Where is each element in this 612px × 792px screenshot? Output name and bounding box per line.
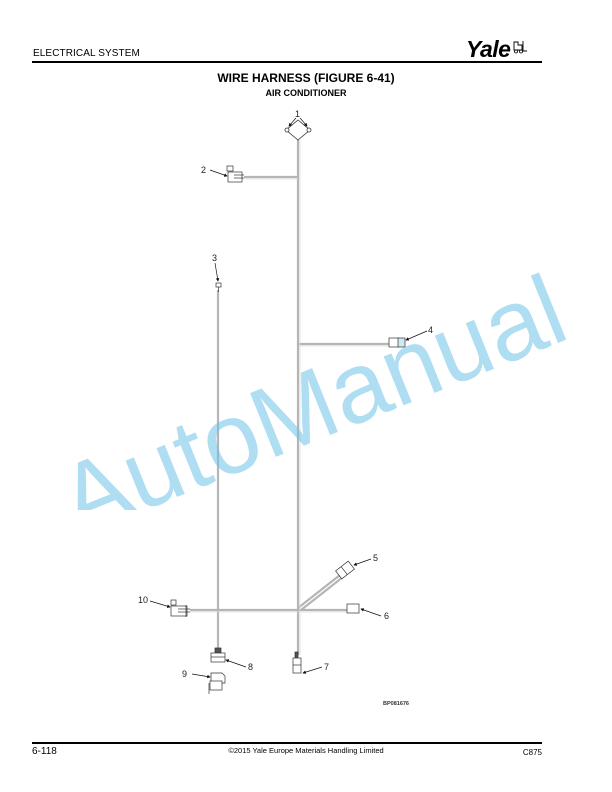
callout-3: 3	[212, 253, 217, 263]
connector-10	[170, 599, 190, 617]
callout-7: 7	[324, 662, 329, 672]
callout-6: 6	[384, 611, 389, 621]
page-number: 6-118	[32, 746, 57, 757]
connector-1	[284, 119, 312, 141]
connector-3	[215, 282, 222, 292]
yale-logo: Yale	[466, 33, 528, 61]
callout-5: 5	[373, 553, 378, 563]
document-code: C875	[522, 748, 542, 757]
callout-10: 10	[138, 595, 148, 605]
callout-9: 9	[182, 669, 187, 679]
connector-6	[346, 603, 360, 614]
section-heading: ELECTRICAL SYSTEM	[33, 48, 140, 59]
logo-text: Yale	[466, 36, 511, 62]
wire-highlights	[190, 140, 390, 655]
footer-rule	[32, 742, 542, 744]
connector-8	[210, 647, 226, 663]
forklift-icon	[512, 40, 528, 59]
connector-5	[335, 560, 355, 580]
connector-7	[292, 651, 302, 674]
harness-wires	[190, 140, 390, 655]
callout-4: 4	[428, 325, 433, 335]
callout-8: 8	[248, 662, 253, 672]
header-rule	[32, 61, 542, 63]
callout-1: 1	[295, 109, 300, 119]
connector-4	[388, 337, 406, 348]
leader-lines	[149, 117, 428, 679]
connector-9	[208, 672, 226, 694]
callout-2: 2	[201, 165, 206, 175]
page-title: WIRE HARNESS (FIGURE 6-41)	[217, 71, 395, 85]
connector-2	[226, 165, 244, 183]
figure-code: BP081676	[383, 701, 409, 707]
copyright: ©2015 Yale Europe Materials Handling Lim…	[228, 746, 384, 755]
page-subtitle: AIR CONDITIONER	[265, 88, 347, 98]
